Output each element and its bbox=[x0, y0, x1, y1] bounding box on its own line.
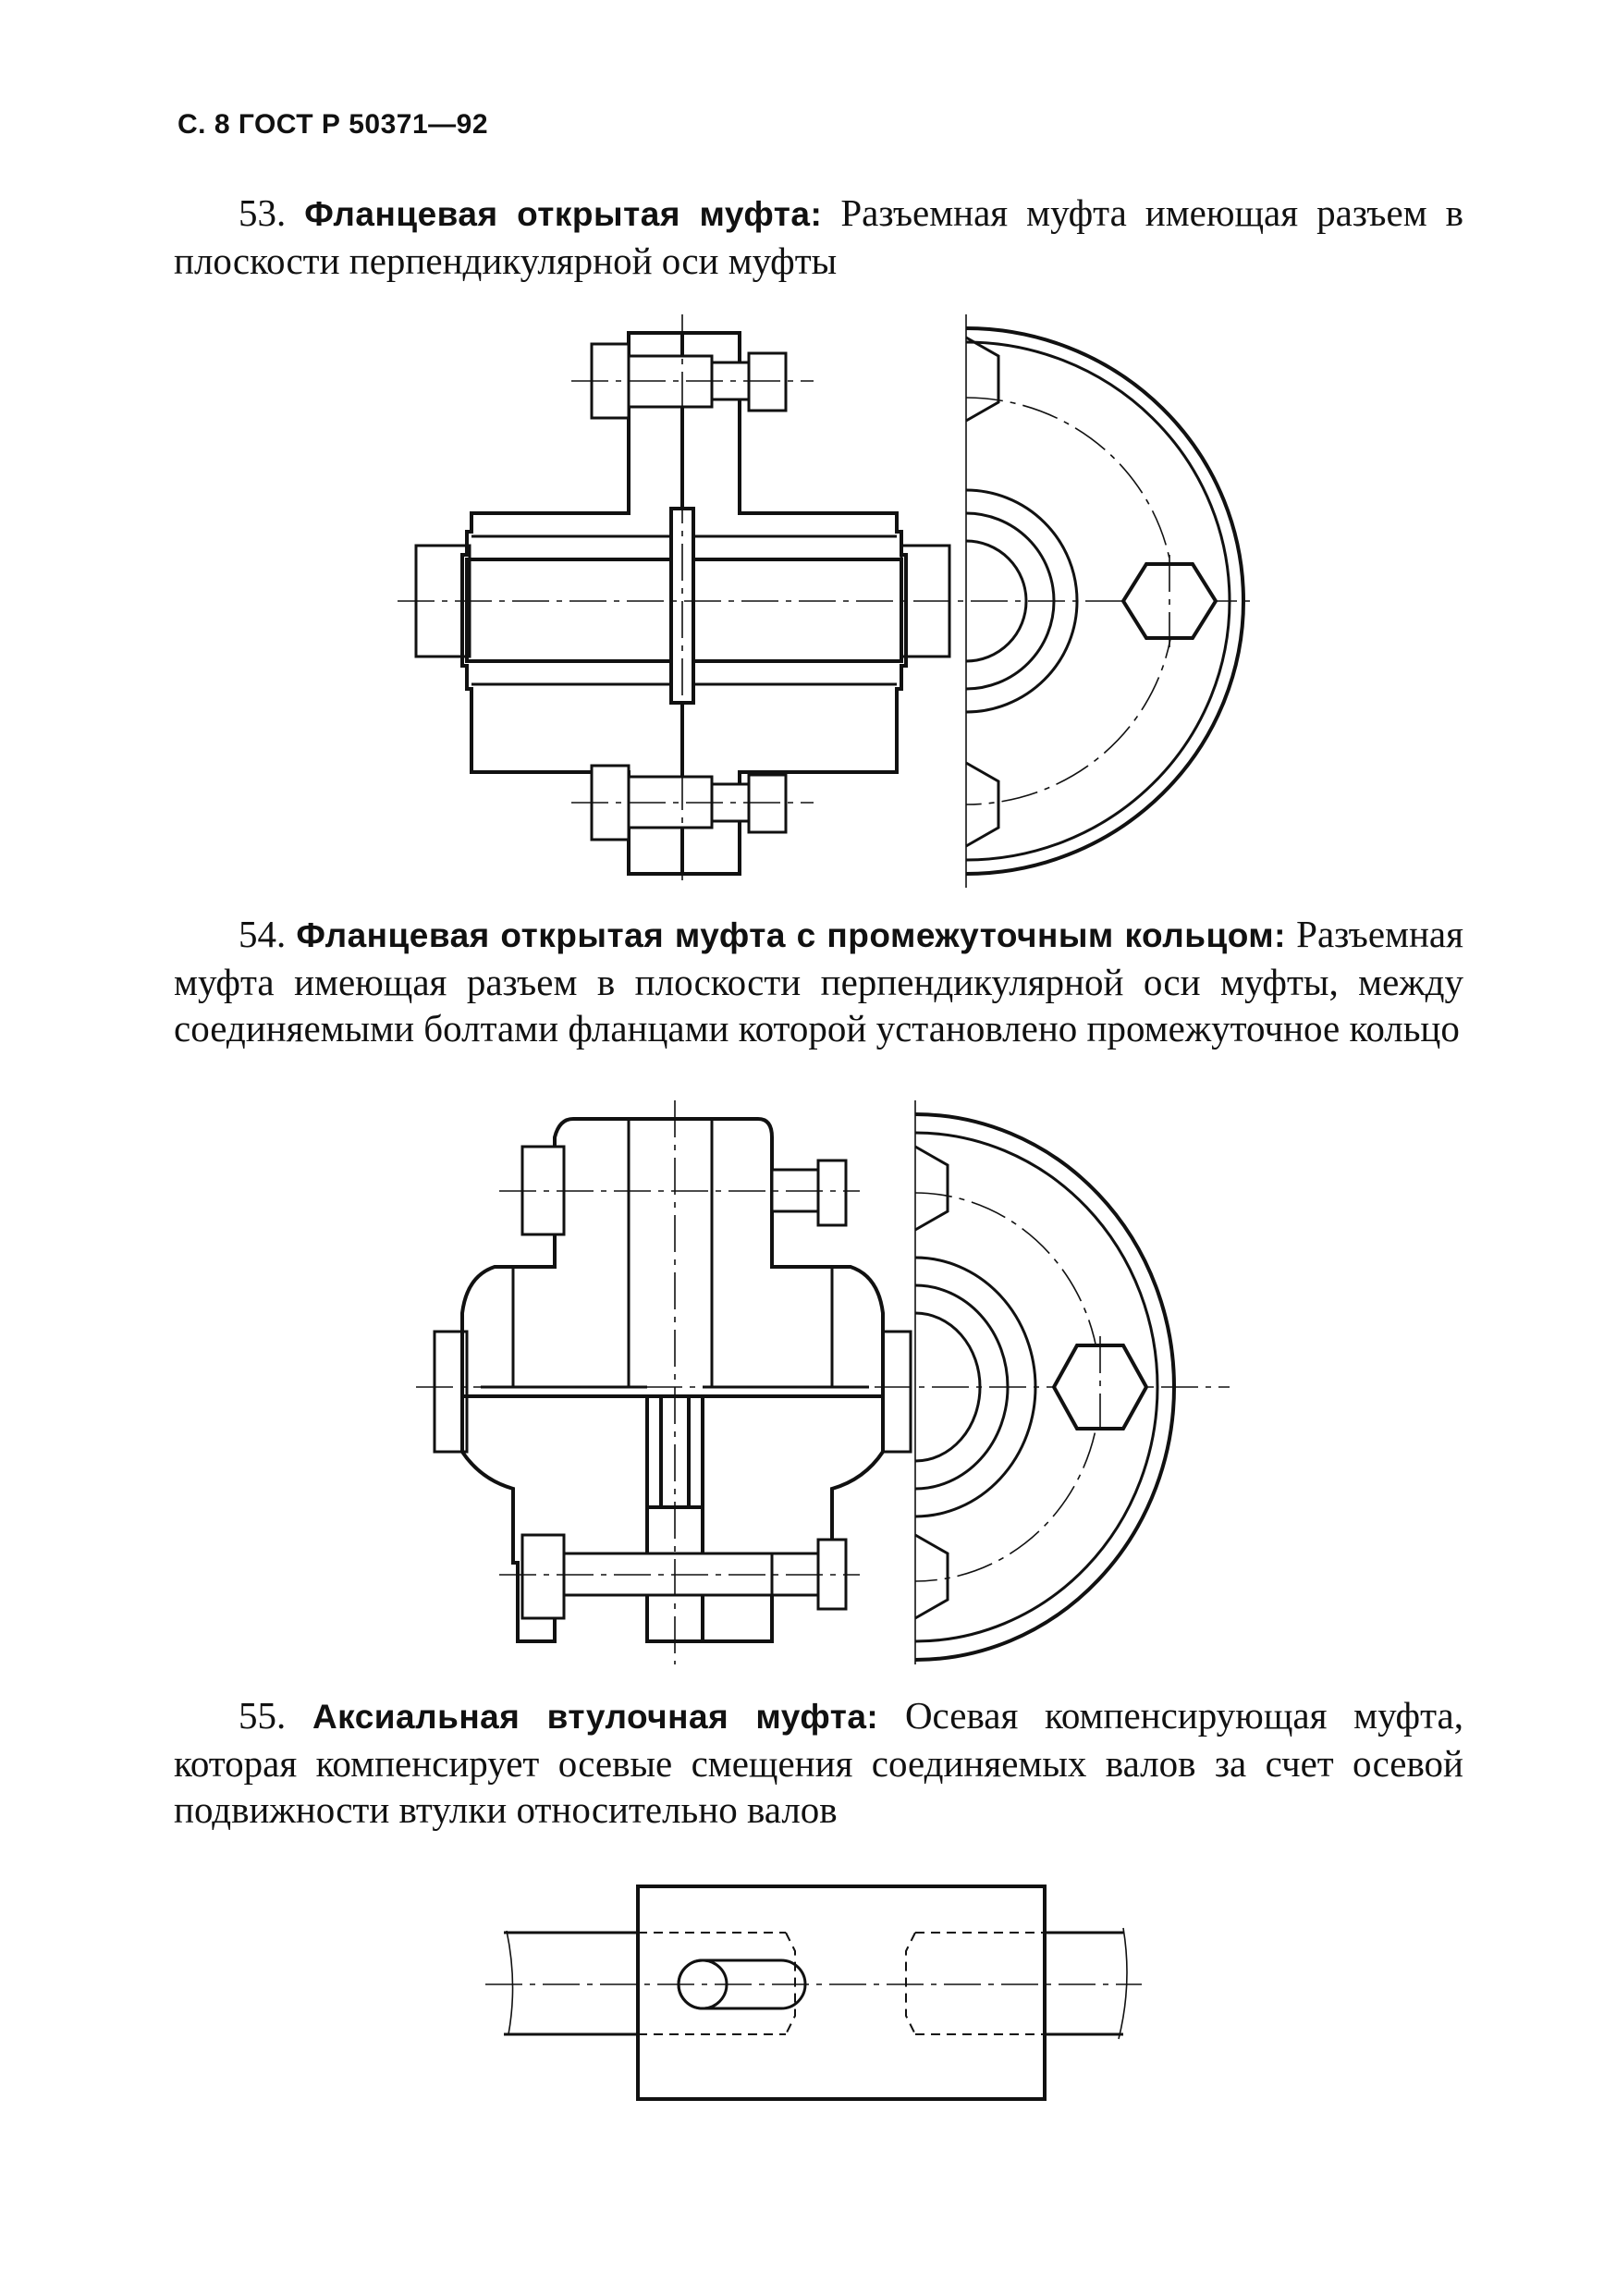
entry-number: 55. bbox=[239, 1694, 287, 1737]
entry-55: 55. Аксиальная втулочная муфта: Осевая к… bbox=[174, 1692, 1463, 1833]
entry-definition: Осевая компенсирующая муфта, которая ком… bbox=[174, 1694, 1463, 1831]
entry-definition: Разъемная муфта имеющая разъем в плоскос… bbox=[174, 191, 1463, 282]
ring-side-view bbox=[914, 1112, 1176, 1662]
entry-54: 54. Фланцевая открытая муфта с промежуто… bbox=[174, 911, 1463, 1051]
entry-definition: Разъемная муфта имеющая разъем в плоскос… bbox=[174, 913, 1463, 1050]
bolt-head-side bbox=[1051, 1344, 1149, 1430]
right-hub-section bbox=[701, 1394, 885, 1643]
entry-term: Фланцевая открытая муфта с промежуточным… bbox=[296, 916, 1286, 954]
left-half-coupling bbox=[460, 331, 684, 876]
left-shaft bbox=[504, 1931, 638, 2036]
page-header: С. 8 ГОСТ Р 50371—92 bbox=[178, 109, 489, 140]
entry-term: Аксиальная втулочная муфта: bbox=[312, 1698, 879, 1736]
right-shaft bbox=[1045, 1931, 1123, 2036]
figure-53-flange-coupling bbox=[398, 314, 1257, 888]
entry-term: Фланцевая открытая муфта: bbox=[304, 195, 823, 233]
flange-side-view bbox=[965, 326, 1245, 876]
sleeve bbox=[636, 1885, 1047, 2101]
figure-54-flange-coupling-with-ring bbox=[416, 1100, 1230, 1664]
entry-53: 53. Фланцевая открытая муфта: Разъемная … bbox=[174, 190, 1463, 284]
figure-55-axial-sleeve-coupling bbox=[485, 1885, 1142, 2101]
entry-number: 53. bbox=[239, 191, 287, 234]
entry-number: 54. bbox=[239, 913, 287, 955]
